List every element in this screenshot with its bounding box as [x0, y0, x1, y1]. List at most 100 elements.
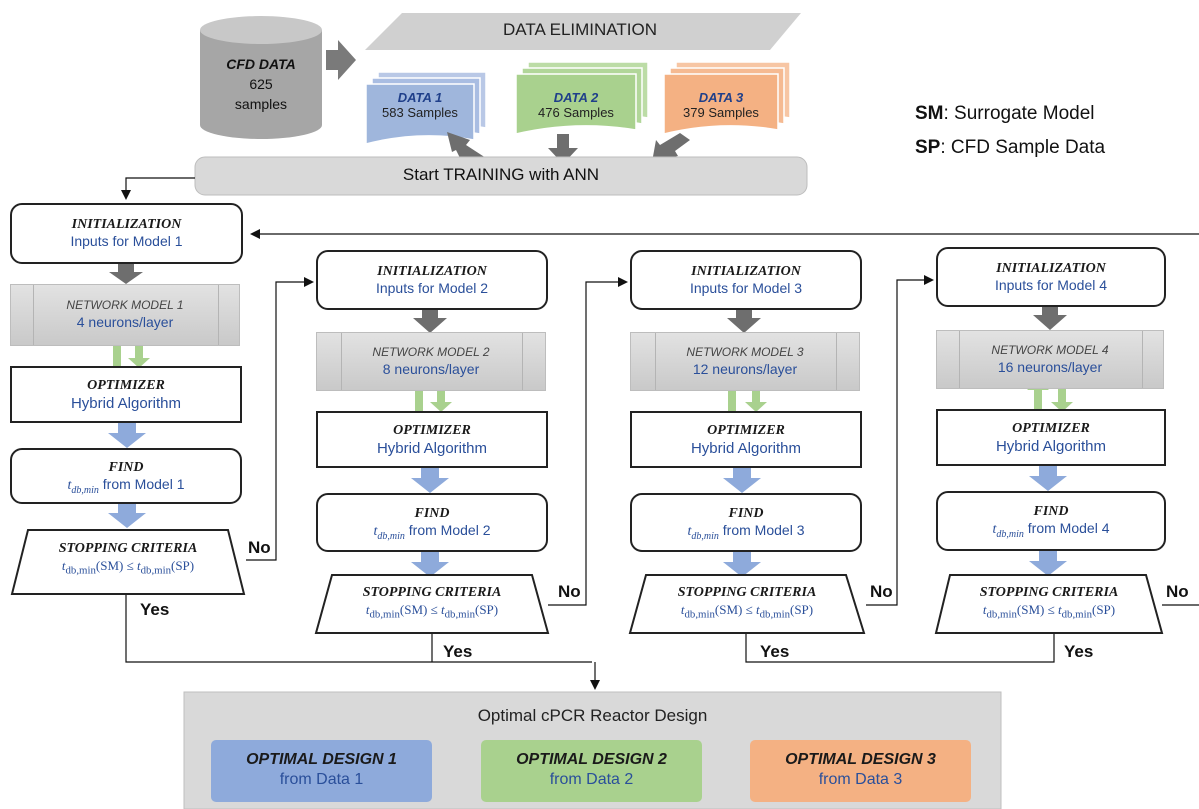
gray-arrow-data1-to-training	[447, 132, 488, 163]
training-bar	[194, 156, 808, 196]
blue-arrow-find4-to-crit4	[1029, 551, 1067, 576]
data3-label: DATA 3 379 Samples	[664, 90, 778, 120]
find-title: FIND	[728, 506, 764, 521]
criteria-text-model2: STOPPING CRITERIA tdb,min(SM) ≤ tdb,min(…	[316, 584, 548, 624]
find-sub-text: from Model 2	[408, 522, 491, 538]
find-sub: tdb,min from Model 2	[373, 522, 491, 542]
criteria-title: STOPPING CRITERIA	[58, 541, 198, 556]
find-box-model3: FIND tdb,min from Model 3	[630, 493, 862, 552]
criteria-formula: tdb,min(SM) ≤ tdb,min(SP)	[680, 602, 814, 621]
gray-arrow-data2-to-training	[548, 134, 578, 164]
legend-sp-key: SP	[915, 137, 941, 158]
blue-arrow-opt2-to-find2	[411, 468, 449, 493]
optimal-design-2: OPTIMAL DESIGN 2 from Data 2	[481, 740, 702, 802]
blue-arrow-find1-to-crit1	[108, 503, 146, 528]
optimizer-sub: Hybrid Algorithm	[70, 395, 182, 412]
network-box-model3: NETWORK MODEL 3 12 neurons/layer	[630, 332, 860, 391]
find-title: FIND	[108, 460, 144, 475]
optimizer-title: OPTIMIZER	[1012, 421, 1090, 436]
network-box-model2: NETWORK MODEL 2 8 neurons/layer	[316, 332, 546, 391]
criteria-text-model1: STOPPING CRITERIA tdb,min(SM) ≤ tdb,min(…	[12, 540, 244, 580]
legend-sm-text: : Surrogate Model	[943, 103, 1095, 124]
find-sub: tdb,min from Model 3	[687, 522, 805, 542]
find-title: FIND	[1033, 504, 1069, 519]
no-label-1: No	[248, 538, 271, 557]
optimizer-title: OPTIMIZER	[393, 423, 471, 438]
criteria-formula: tdb,min(SM) ≤ tdb,min(SP)	[365, 602, 499, 621]
yes-label-1: Yes	[140, 600, 170, 619]
network-box-model4: NETWORK MODEL 4 16 neurons/layer	[936, 330, 1164, 389]
data1-label: DATA 1 583 Samples	[366, 90, 474, 120]
data3-samples: 379 Samples	[683, 105, 759, 120]
find-box-model4: FIND tdb,min from Model 4	[936, 491, 1166, 551]
connector-yes-crit3	[745, 633, 1055, 663]
init-sub: Inputs for Model 3	[689, 280, 803, 296]
optimizer-box-model1: OPTIMIZER Hybrid Algorithm	[10, 366, 242, 423]
blue-arrow-opt4-to-find4	[1029, 466, 1067, 491]
connector-training-to-init1	[121, 177, 195, 200]
data1-title: DATA 1	[397, 90, 443, 105]
gray-arrow-init3-to-net3	[727, 310, 761, 333]
network-title: NETWORK MODEL 4	[991, 343, 1109, 357]
optimal-design-3: OPTIMAL DESIGN 3 from Data 3	[750, 740, 971, 802]
init-box-model4: INITIALIZATION Inputs for Model 4	[936, 247, 1166, 307]
optimal-title: Optimal cPCR Reactor Design	[477, 706, 708, 725]
blue-arrow-find3-to-crit3	[723, 552, 761, 577]
blue-arrow-opt3-to-find3	[723, 468, 761, 493]
criteria3-shape	[628, 574, 866, 634]
data3-title: DATA 3	[698, 90, 744, 105]
gray-arrow-init1-to-net1	[109, 264, 143, 284]
connector-yes-crit1	[125, 594, 592, 663]
optimal-design-sub: from Data 3	[818, 771, 903, 788]
blue-arrow-find2-to-crit2	[411, 552, 449, 577]
gray-arrow-init2-to-net2	[413, 310, 447, 333]
criteria2-shape	[314, 574, 550, 634]
legend-sm: SM: Surrogate Model	[915, 103, 1095, 125]
data2-sheet-stack	[515, 61, 649, 135]
gray-arrow-cfd-to-elimination	[326, 40, 356, 80]
find-title: FIND	[414, 506, 450, 521]
yes-label-3: Yes	[760, 642, 790, 661]
init-title: INITIALIZATION	[377, 264, 487, 279]
find-sub: tdb,min from Model 4	[992, 520, 1110, 540]
network-title: NETWORK MODEL 2	[372, 345, 490, 359]
optimizer-sub: Hybrid Algorithm	[376, 440, 488, 457]
optimizer-box-model3: OPTIMIZER Hybrid Algorithm	[630, 411, 862, 468]
optimizer-title: OPTIMIZER	[707, 423, 785, 438]
no-label-2: No	[558, 582, 581, 601]
init-sub: Inputs for Model 2	[375, 280, 489, 296]
yes-label-4: Yes	[1064, 642, 1094, 661]
criteria-title: STOPPING CRITERIA	[677, 585, 817, 600]
data1-samples: 583 Samples	[382, 105, 458, 120]
network-title: NETWORK MODEL 1	[66, 298, 184, 312]
no-label-4: No	[1166, 582, 1189, 601]
network-sub: 4 neurons/layer	[76, 314, 174, 330]
init-sub: Inputs for Model 1	[70, 233, 183, 249]
connector-no-crit3-to-init4	[866, 275, 934, 606]
connector-no-crit1-to-init2	[246, 277, 314, 561]
criteria-text-model3: STOPPING CRITERIA tdb,min(SM) ≤ tdb,min(…	[630, 584, 864, 624]
legend-sm-key: SM	[915, 103, 944, 124]
criteria-formula: tdb,min(SM) ≤ tdb,min(SP)	[61, 558, 195, 577]
data3-sheet-stack	[663, 61, 791, 135]
find-sub-text: from Model 1	[102, 476, 185, 492]
yes-label-2: Yes	[443, 642, 473, 661]
optimal-design-title: OPTIMAL DESIGN 3	[785, 751, 936, 768]
network-box-model1: NETWORK MODEL 1 4 neurons/layer	[10, 284, 240, 346]
training-label: Start TRAINING with ANN	[402, 165, 600, 184]
criteria-formula: tdb,min(SM) ≤ tdb,min(SP)	[982, 602, 1116, 621]
cfd-data-unit: samples	[234, 96, 288, 112]
criteria-title: STOPPING CRITERIA	[979, 585, 1119, 600]
network-sub: 8 neurons/layer	[382, 361, 480, 377]
optimizer-sub: Hybrid Algorithm	[690, 440, 802, 457]
criteria4-shape	[934, 574, 1164, 634]
init-title: INITIALIZATION	[996, 261, 1106, 276]
init-title: INITIALIZATION	[691, 264, 801, 279]
cfd-data-count: 625	[249, 76, 273, 92]
init-box-model1: INITIALIZATION Inputs for Model 1	[10, 203, 243, 264]
data-elimination-shape	[365, 13, 801, 50]
gray-arrow-init4-to-net4	[1033, 307, 1067, 330]
criteria1-shape	[10, 529, 246, 595]
optimal-design-1: OPTIMAL DESIGN 1 from Data 1	[211, 740, 432, 802]
criteria-text-model4: STOPPING CRITERIA tdb,min(SM) ≤ tdb,min(…	[936, 584, 1162, 624]
